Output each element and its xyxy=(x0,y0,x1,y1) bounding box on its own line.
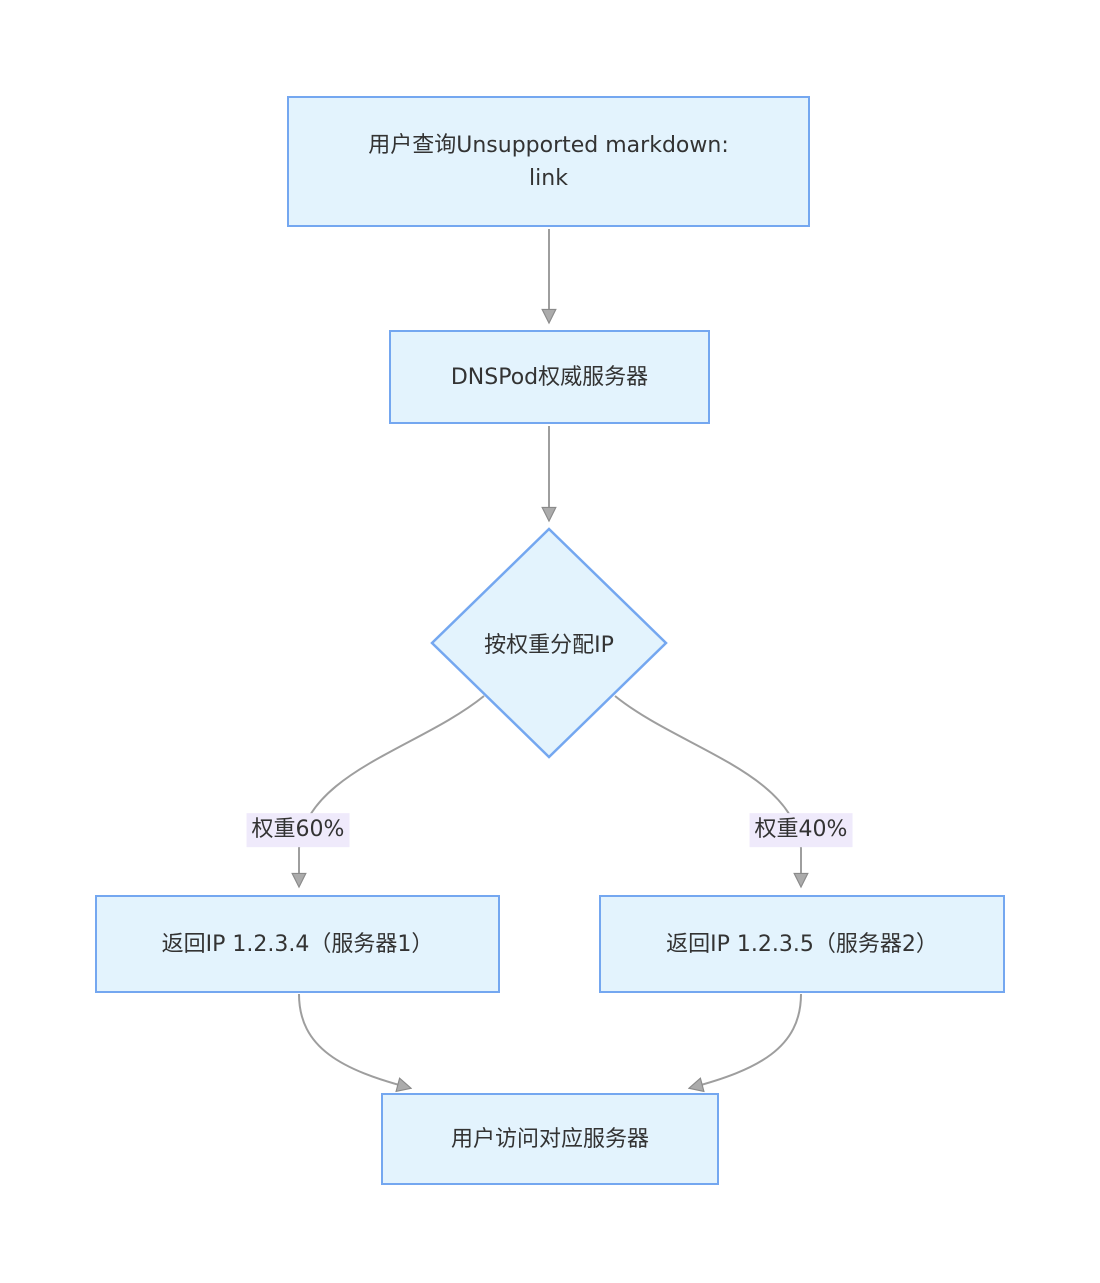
node-access: 用户访问对应服务器 xyxy=(381,1093,719,1185)
node-user-query-label-line2: link xyxy=(529,165,568,191)
node-weight-decision-label: 按权重分配IP xyxy=(484,633,614,658)
node-server2: 返回IP 1.2.3.5（服务器2） xyxy=(599,895,1005,993)
node-server1: 返回IP 1.2.3.4（服务器1） xyxy=(95,895,500,993)
edge-server2-to-access xyxy=(690,993,802,1088)
node-server2-label: 返回IP 1.2.3.5（服务器2） xyxy=(666,931,938,957)
node-access-label: 用户访问对应服务器 xyxy=(450,1126,649,1152)
edge-label-weight-40: 权重40% xyxy=(749,813,853,847)
decision-diamond-shape xyxy=(430,527,668,759)
edge-server1-to-access xyxy=(298,993,410,1088)
node-user-query: 用户查询Unsupported markdown: link xyxy=(287,96,810,227)
node-dnspod: DNSPod权威服务器 xyxy=(389,330,710,424)
node-weight-decision: 按权重分配IP xyxy=(431,528,667,758)
edge-label-weight-60: 权重60% xyxy=(246,813,350,847)
node-dnspod-label: DNSPod权威服务器 xyxy=(450,364,649,390)
node-user-query-label-line1: 用户查询Unsupported markdown: xyxy=(368,132,729,158)
node-server1-label: 返回IP 1.2.3.4（服务器1） xyxy=(161,931,434,957)
